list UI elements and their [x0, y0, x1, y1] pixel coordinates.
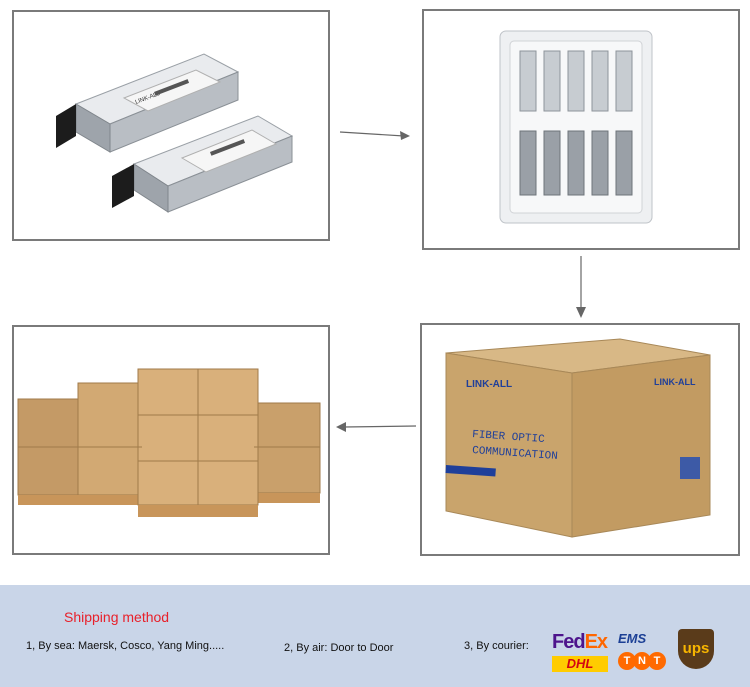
arrow-right-icon	[339, 131, 410, 140]
ems-logo: EMS	[618, 631, 647, 646]
arrow-down-icon	[576, 256, 586, 318]
dhl-logo: DHL	[552, 656, 608, 672]
shipping-method-air: 2, By air: Door to Door	[284, 642, 394, 654]
sfp-modules-image: LINK-ALL	[56, 53, 294, 213]
shipping-method-courier: 3, By courier:	[464, 640, 529, 652]
tnt-logo-t2: T	[648, 652, 666, 670]
arrow-left-icon	[336, 422, 417, 432]
pallet-stack-front	[137, 368, 259, 517]
carton-print-line1: FIBER OPTIC	[472, 429, 546, 446]
shipping-band: Shipping method 1, By sea: Maersk, Cosco…	[0, 585, 750, 687]
sfp-module-back: LINK-ALL	[56, 53, 240, 153]
carton-panel: LINK-ALL LINK-ALL FIBER OPTIC COMMUNICAT…	[420, 323, 740, 556]
tray-modules-bottom-row	[519, 130, 633, 196]
shipping-title: Shipping method	[64, 609, 170, 625]
sfp-modules-panel: LINK-ALL	[12, 10, 330, 241]
fedex-logo-fed: Fed	[552, 631, 586, 653]
sfp-module-front	[112, 115, 294, 213]
shipping-method-sea: 1, By sea: Maersk, Cosco, Yang Ming.....	[26, 640, 225, 652]
ups-logo: ups	[678, 629, 714, 669]
fedex-logo-ex: Ex	[584, 631, 608, 653]
tnt-logo-t1: T	[618, 652, 636, 670]
pallets-image	[17, 368, 321, 517]
carton-logo-left: LINK-ALL	[466, 379, 512, 390]
packing-tray-image	[499, 30, 653, 224]
tnt-logo-n: N	[633, 652, 651, 670]
fedex-logo: FedEx	[552, 631, 608, 654]
carton-print-line2: COMMUNICATION	[472, 445, 558, 463]
packing-tray-panel	[422, 9, 740, 250]
tray-modules-top-row	[519, 50, 633, 112]
carton-image: LINK-ALL LINK-ALL FIBER OPTIC COMMUNICAT…	[445, 338, 711, 538]
pallets-panel	[12, 325, 330, 555]
carton-logo-right: LINK-ALL	[654, 377, 696, 387]
